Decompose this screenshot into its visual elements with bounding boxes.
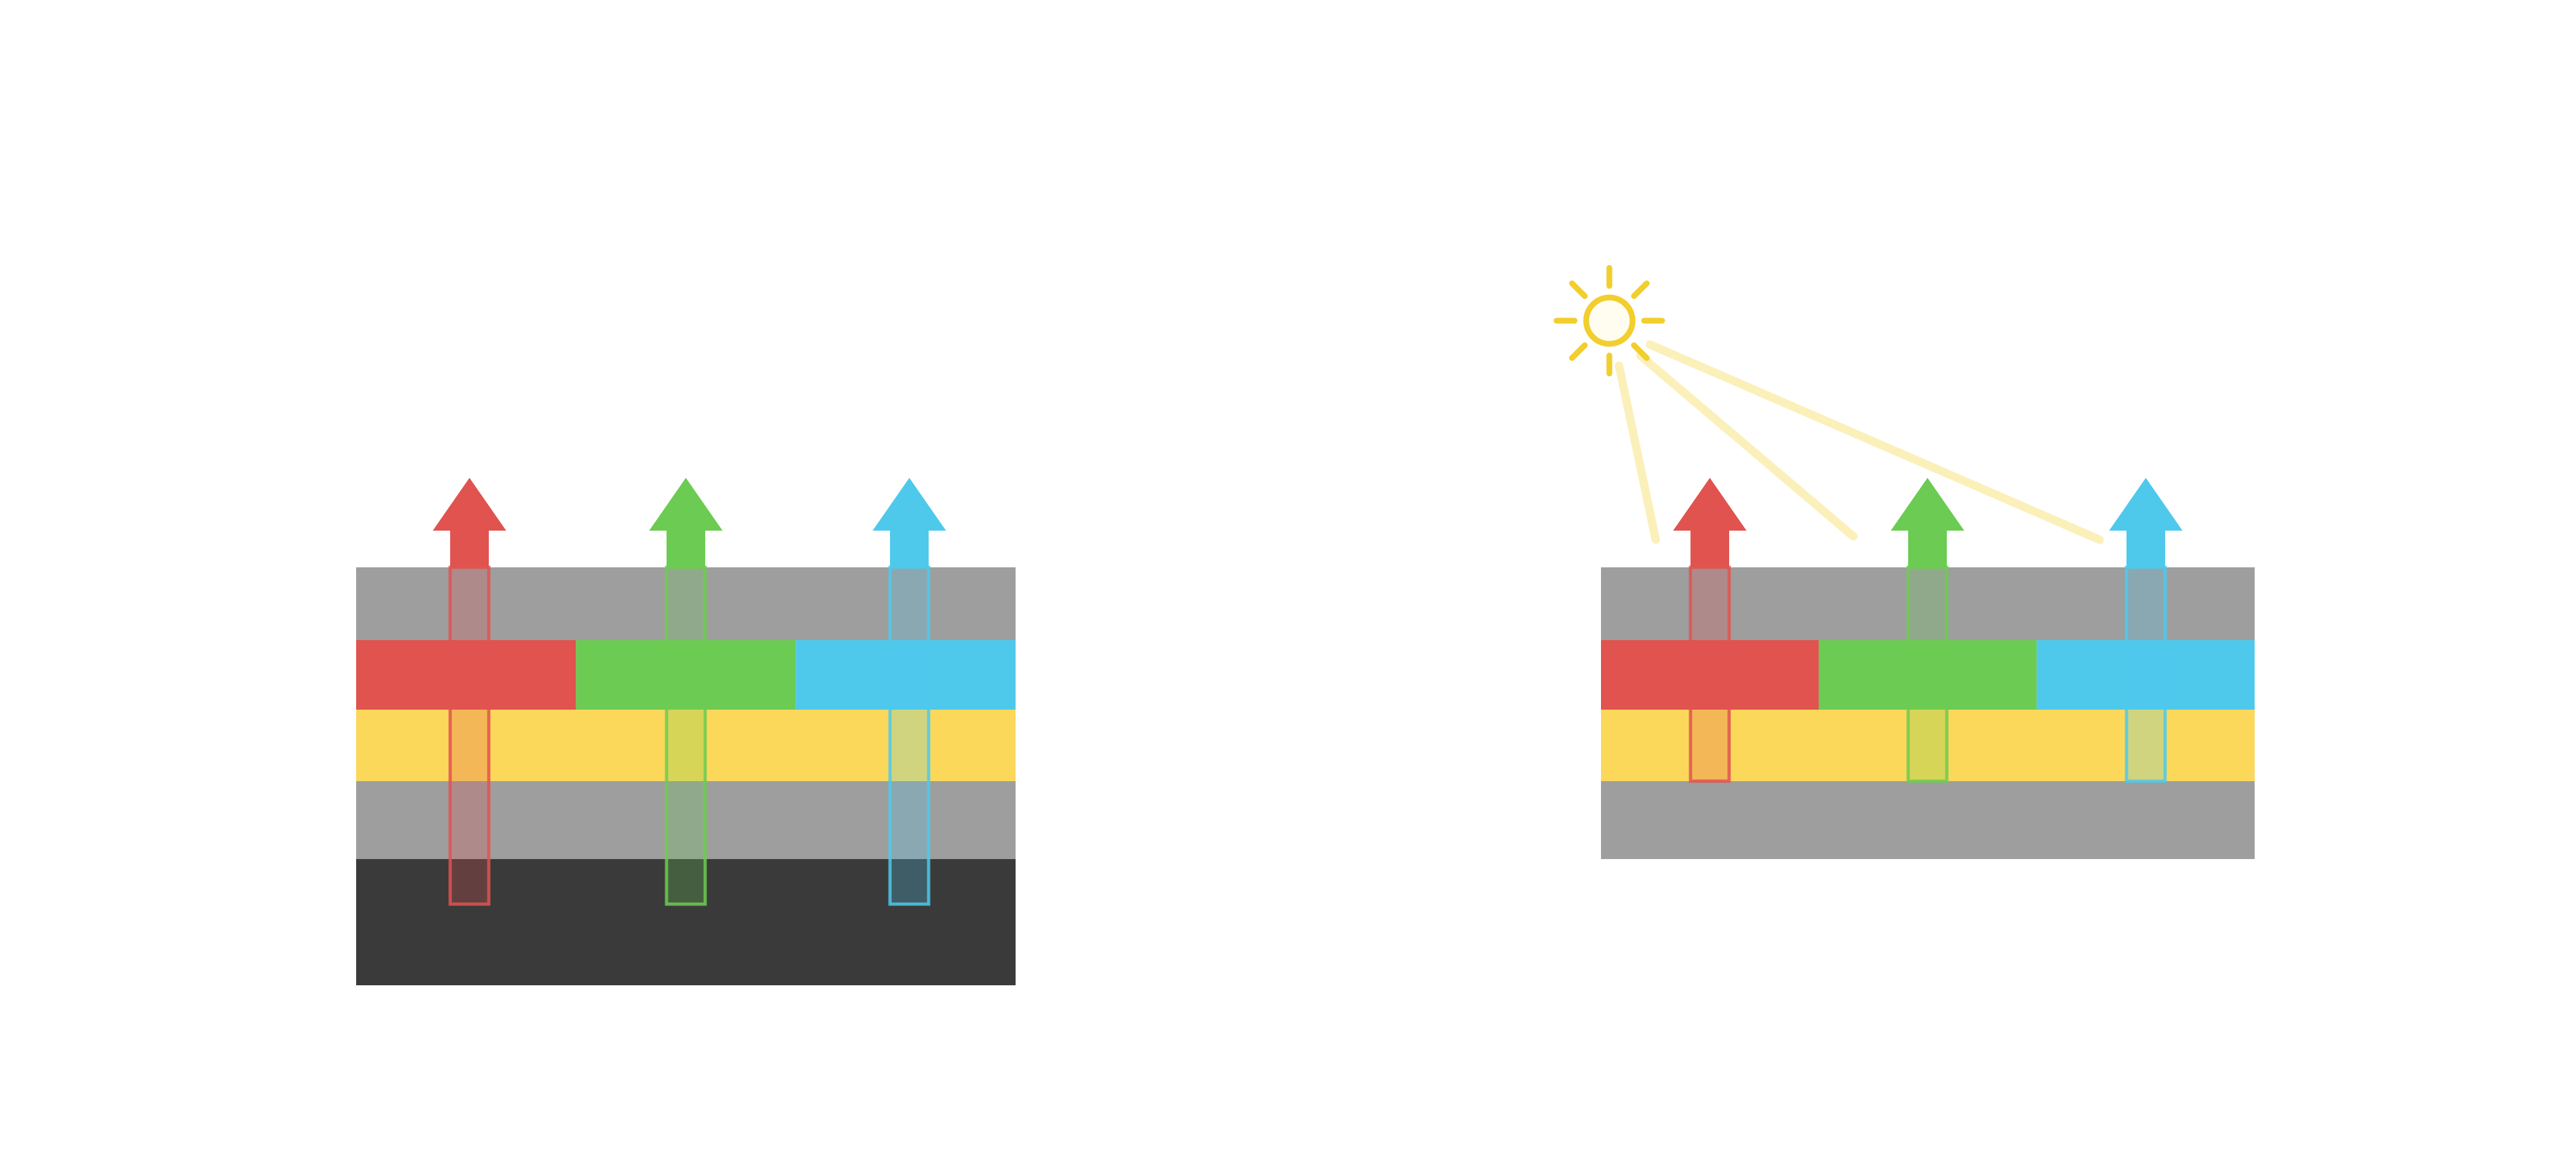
sun-icon xyxy=(1553,265,1665,377)
sunlit-panel xyxy=(1553,265,2255,859)
red-light-arrow xyxy=(433,478,506,567)
sun-ray xyxy=(1569,342,1588,361)
layer-gray-top xyxy=(356,567,1016,640)
cyan-light-arrow xyxy=(873,478,946,567)
green-light-arrow-shaft xyxy=(1906,565,1949,783)
cyan-light-arrow xyxy=(2109,478,2183,567)
sun-ray xyxy=(1631,342,1650,361)
backlit-panel xyxy=(356,478,1016,985)
red-light-arrow xyxy=(1673,478,1747,567)
sun-ray xyxy=(1569,280,1588,299)
cyan-light-arrow-shaft xyxy=(2125,565,2167,783)
cyan-subpixel xyxy=(795,640,1016,710)
sun-beam-right xyxy=(1645,340,2104,544)
cyan-light-arrow-shaft xyxy=(888,565,931,906)
layer-gray-top xyxy=(1601,567,2255,640)
red-light-arrow-shaft xyxy=(448,565,491,906)
green-light-arrow-shaft xyxy=(665,565,707,906)
layer-gray-bottom xyxy=(1601,781,2255,859)
red-light-arrow-shaft xyxy=(1689,565,1731,783)
cyan-subpixel xyxy=(2036,640,2255,710)
sun-beam-left xyxy=(1615,361,1660,544)
green-light-arrow xyxy=(649,478,723,567)
sun-beam-middle xyxy=(1636,351,1858,541)
layer-yellow xyxy=(356,710,1016,781)
sun-circle xyxy=(1583,294,1636,347)
green-subpixel xyxy=(576,640,796,710)
red-subpixel xyxy=(356,640,576,710)
layer-yellow xyxy=(1601,710,2255,781)
red-subpixel xyxy=(1601,640,1819,710)
green-subpixel xyxy=(1819,640,2037,710)
green-light-arrow xyxy=(1891,478,1964,567)
sun-ray xyxy=(1631,280,1650,299)
layer-dark-backlight xyxy=(356,859,1016,985)
layer-gray-bottom xyxy=(356,781,1016,859)
